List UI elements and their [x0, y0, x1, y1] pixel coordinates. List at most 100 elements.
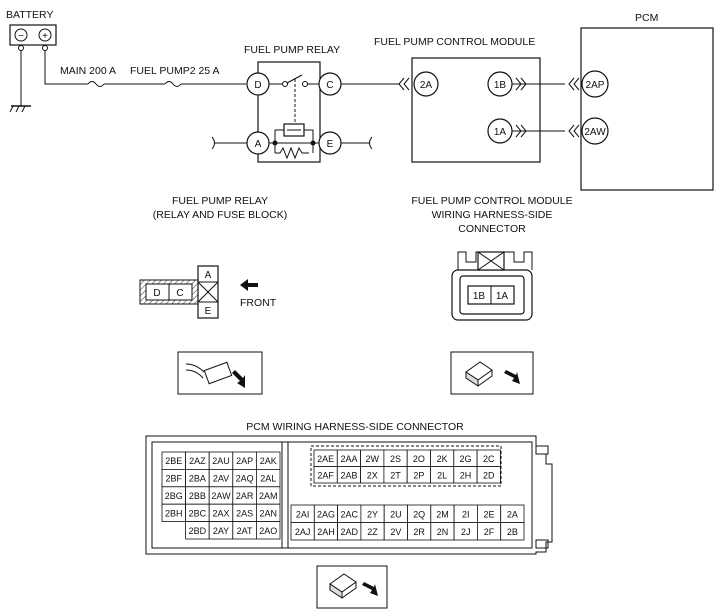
fuel-pump-relay-label: FUEL PUMP RELAY: [244, 44, 340, 56]
pcm-connector-pin-label: 2I: [462, 509, 470, 519]
pcm-connector-pin-label: 2V: [390, 527, 401, 537]
battery-plus-sign: +: [42, 31, 48, 42]
pcm-connector-pin-label: 2AV: [213, 474, 229, 484]
pcm-connector-pin-label: 2AN: [259, 508, 277, 518]
pcm-connector-pin-label: 2AW: [211, 491, 231, 501]
pcm-connector-pin-label: 2E: [484, 509, 495, 519]
relay-terminal-a-label: A: [255, 139, 262, 150]
pcm-connector-pin-label: 2L: [437, 470, 447, 480]
pcm-connector-pin-label: 2AK: [260, 456, 277, 466]
pcm-connector-pin-label: 2C: [483, 454, 495, 464]
pcm-connector-pin-label: 2X: [367, 470, 378, 480]
pcm-connector-pin-label: 2AF: [317, 470, 334, 480]
pcm-connector-pin-label: 2AC: [340, 509, 358, 519]
pcm-terminal-2ap-label: 2AP: [586, 80, 605, 91]
pcm-connector-pin-label: 2K: [437, 454, 448, 464]
fpcm-connector: 1B 1A: [451, 251, 533, 321]
fuse-main-label: MAIN 200 A: [60, 65, 116, 77]
pcm-connector-pin-label: 2AX: [212, 508, 229, 518]
pcm-connector-pin-label: 2AT: [237, 526, 253, 536]
relay-resistor: [274, 143, 314, 160]
pcm-connector-dashed-area: [310, 445, 502, 487]
pcm-connector-pin-label: 2BH: [165, 508, 183, 518]
pcm-connector-pin-label: 2U: [390, 509, 402, 519]
pcm-connector-pin-label: 2BF: [166, 474, 183, 484]
pcm-connector-pin-label: 2Z: [367, 527, 378, 537]
pcm-label: PCM: [635, 12, 658, 24]
fpcm-terminal-1b-label: 1B: [494, 80, 507, 91]
relay-a-wire-break: [211, 136, 215, 150]
pcm-connector-pin-label: 2AI: [296, 509, 310, 519]
pcm-connector-pin-label: 2A: [507, 509, 518, 519]
fpcm-terminal-2a-label: 2A: [420, 80, 433, 91]
relay-connector-photo-icon: [177, 351, 263, 395]
pcm-connector-pin-label: 2AP: [236, 456, 253, 466]
pcm-connector-pin-label: 2AO: [259, 526, 277, 536]
fpcm-label: FUEL PUMP CONTROL MODULE: [374, 36, 535, 48]
pcm-connector-pin-label: 2AD: [340, 527, 358, 537]
pcm-connector-pin-label: 2AS: [236, 508, 253, 518]
pcm-terminal-2ap: [581, 70, 609, 98]
pcm-connector-pin-label: 2T: [390, 470, 401, 480]
connector-arrow-2ap: [568, 77, 580, 91]
pcm-connector-pin-label: 2BA: [189, 474, 206, 484]
relay-e-wire-break: [369, 136, 373, 150]
pcm-connector-pin-label: 2BG: [165, 491, 183, 501]
pcm-connector-pin-label: 2AQ: [236, 474, 254, 484]
battery-minus-terminal: [14, 28, 28, 42]
relay-terminal-d-label: D: [254, 80, 261, 91]
pcm-connector-pin-label: 2AB: [340, 470, 357, 480]
pcm-connector-pin-label: 2Y: [367, 509, 378, 519]
pcm-connector-pin-label: 2Q: [413, 509, 425, 519]
pcm-connector-pin-cell: [476, 466, 501, 484]
fpcm-connector-title-2: WIRING HARNESS-SIDE: [432, 209, 553, 221]
pcm-connector-pin-label: 2J: [461, 527, 471, 537]
front-arrow-icon: [240, 279, 258, 291]
battery-box: [9, 24, 57, 46]
pcm-connector-pin-label: 2AL: [260, 474, 276, 484]
pcm-connector-pin-label: 2N: [437, 527, 449, 537]
front-label: FRONT: [240, 297, 277, 309]
fuse-fuel-pump2-symbol: [164, 81, 182, 87]
fuse-main-symbol: [87, 81, 105, 87]
pcm-connector-pin-cell: [500, 522, 525, 541]
pcm-connector-pin-label: 2BD: [189, 526, 207, 536]
pcm-connector-pin-label: 2AM: [259, 491, 278, 501]
relay-connector: D C A E: [139, 265, 219, 319]
relay-terminal-c-label: C: [326, 80, 333, 91]
connector-arrow-2aw: [568, 124, 580, 138]
pcm-connector-title: PCM WIRING HARNESS-SIDE CONNECTOR: [246, 421, 464, 433]
fpcm-connector-photo-icon: [450, 351, 534, 395]
pcm-connector-pin-label: 2M: [436, 509, 449, 519]
pcm-connector-pin-label: 2G: [459, 454, 471, 464]
pcm-box: [580, 27, 714, 191]
pcm-connector-pin-label: 2AJ: [295, 527, 311, 537]
pcm-connector-pin-label: 2AE: [317, 454, 334, 464]
pcm-connector-pin-label: 2B: [507, 527, 518, 537]
pcm-connector-pin-label: 2AH: [317, 527, 335, 537]
pcm-connector-pin-label: 2D: [483, 470, 495, 480]
relay-connector-title-2: (RELAY AND FUSE BLOCK): [153, 209, 287, 221]
pcm-connector-pin-label: 2BB: [189, 491, 206, 501]
pcm-connector-pin-label: 2S: [390, 454, 401, 464]
fpcm-terminal-2a: [413, 71, 439, 97]
pcm-connector-pin-label: 2P: [413, 470, 424, 480]
relay-connector-cell-a: A: [205, 270, 212, 281]
battery-plus-terminal: [38, 28, 52, 42]
battery-minus-sign: −: [18, 31, 24, 42]
pcm-connector-pin-label: 2R: [413, 527, 425, 537]
pcm-connector-pin-cell: [255, 521, 281, 540]
pcm-terminal-2aw-label: 2AW: [584, 127, 606, 138]
connector-arrow-2a: [398, 77, 410, 91]
pcm-connector-pin-label: 2BC: [189, 508, 207, 518]
pcm-connector-pin-label: 2AU: [212, 456, 230, 466]
pcm-connector-right-bottom-block: 2AI 2AG 2AC 2Y 2U 2Q 2M 2I 2E 2A 2AJ 2AH 2AD 2Z 2V 2R 2N…: [290, 504, 525, 541]
pcm-connector-pin-label: 2H: [460, 470, 472, 480]
battery-plus-post: [42, 45, 48, 51]
pcm-connector-pin-label: 2AG: [317, 509, 335, 519]
pcm-connector-pin-label: 2AA: [340, 454, 357, 464]
relay-switch-contact-1: [282, 81, 288, 87]
